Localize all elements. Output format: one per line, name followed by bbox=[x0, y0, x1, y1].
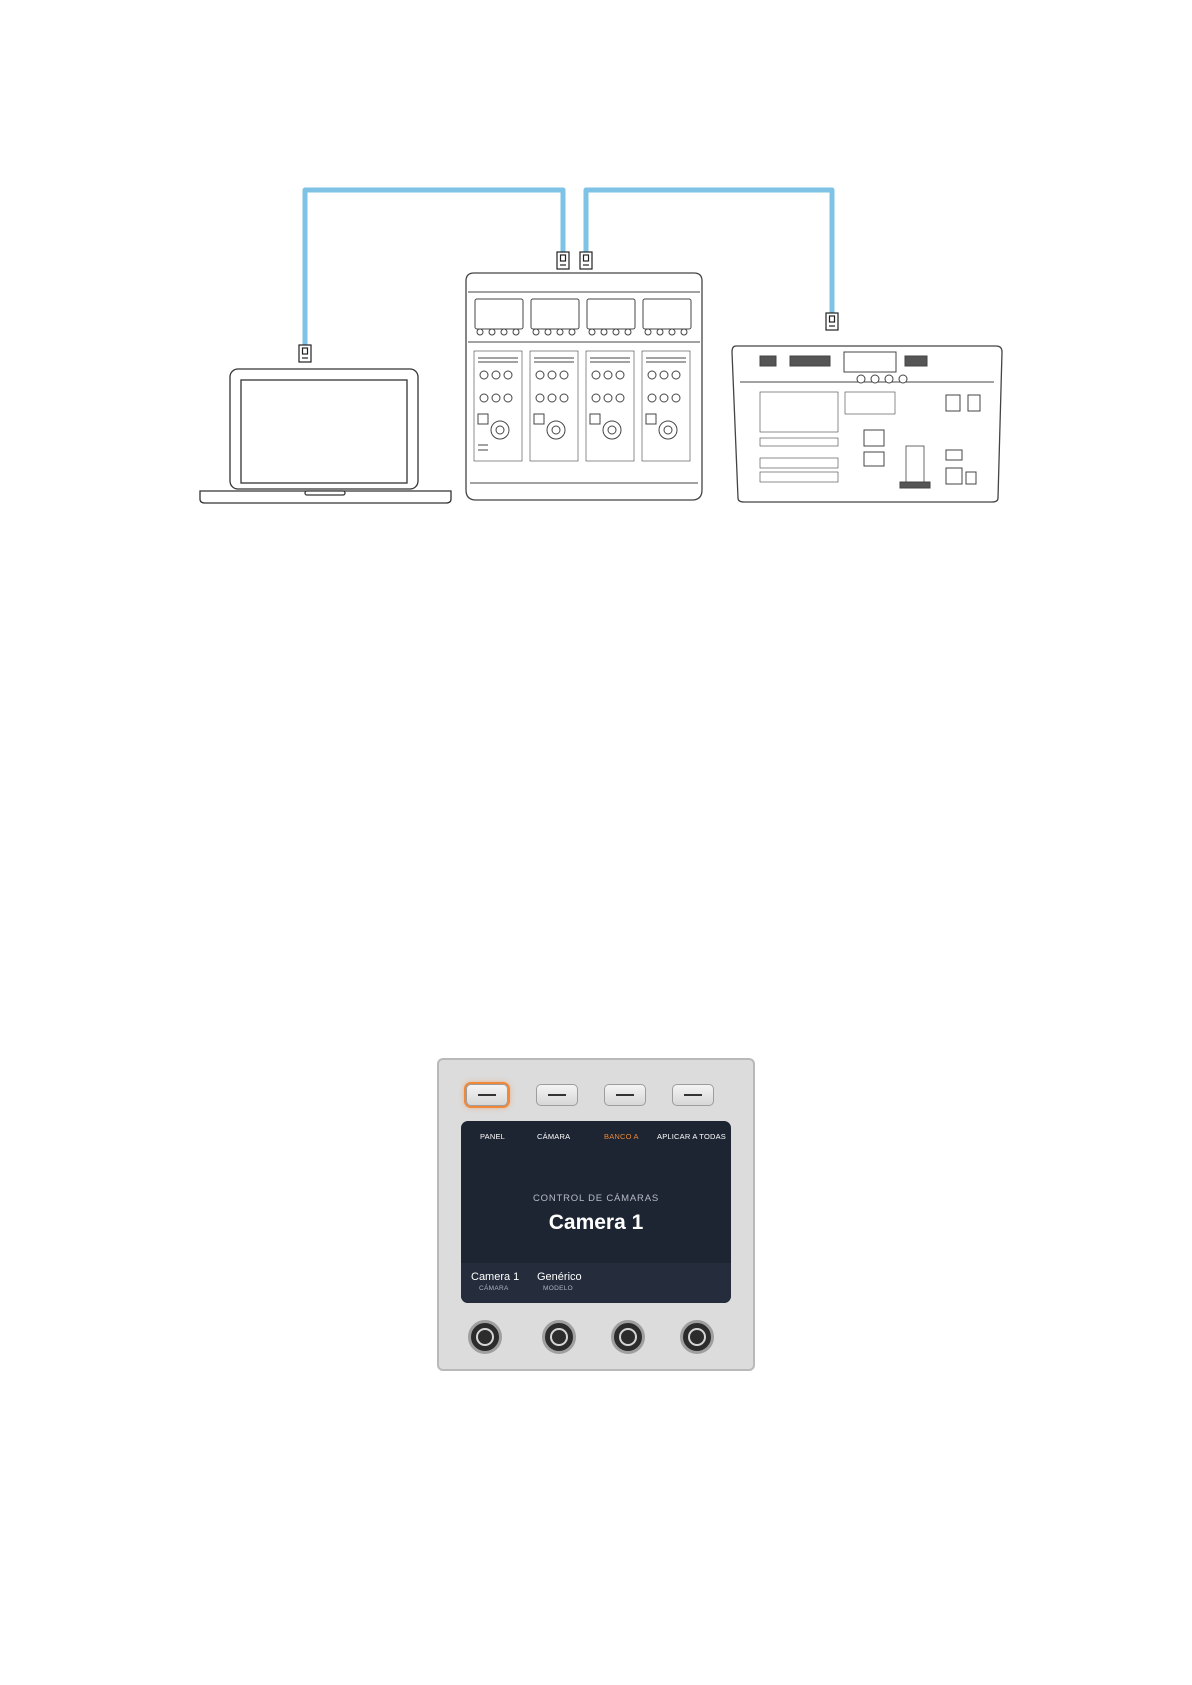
softkey-label-aplicar-a-todas: APLICAR A TODAS bbox=[657, 1132, 726, 1141]
camera-control-panel: PANEL CÁMARA BANCO A APLICAR A TODAS CON… bbox=[437, 1058, 755, 1371]
connection-diagram bbox=[0, 0, 1192, 560]
knob-3[interactable] bbox=[611, 1320, 645, 1354]
lcd-title: Camera 1 bbox=[461, 1211, 731, 1235]
camera-control-panel-icon bbox=[466, 273, 702, 500]
field-model-value: Genérico bbox=[537, 1271, 582, 1283]
soft-button-3[interactable] bbox=[604, 1084, 646, 1106]
field-camera-caption: CÁMARA bbox=[479, 1285, 509, 1292]
knob-2[interactable] bbox=[542, 1320, 576, 1354]
field-camera-value: Camera 1 bbox=[471, 1271, 519, 1283]
laptop-icon bbox=[200, 369, 451, 503]
softkey-label-banco-a: BANCO A bbox=[604, 1132, 639, 1141]
knob-1[interactable] bbox=[468, 1320, 502, 1354]
softkey-label-camara: CÁMARA bbox=[537, 1132, 570, 1141]
lcd-display: PANEL CÁMARA BANCO A APLICAR A TODAS CON… bbox=[461, 1121, 731, 1303]
field-model-caption: MODELO bbox=[543, 1285, 573, 1292]
switcher-icon bbox=[732, 346, 1002, 502]
soft-button-1[interactable] bbox=[466, 1084, 508, 1106]
lcd-subtitle: CONTROL DE CÁMARAS bbox=[461, 1193, 731, 1204]
soft-button-2[interactable] bbox=[536, 1084, 578, 1106]
knob-4[interactable] bbox=[680, 1320, 714, 1354]
lcd-field-bar: Camera 1 CÁMARA Genérico MODELO bbox=[461, 1263, 731, 1303]
softkey-label-panel: PANEL bbox=[480, 1132, 505, 1141]
soft-button-4[interactable] bbox=[672, 1084, 714, 1106]
